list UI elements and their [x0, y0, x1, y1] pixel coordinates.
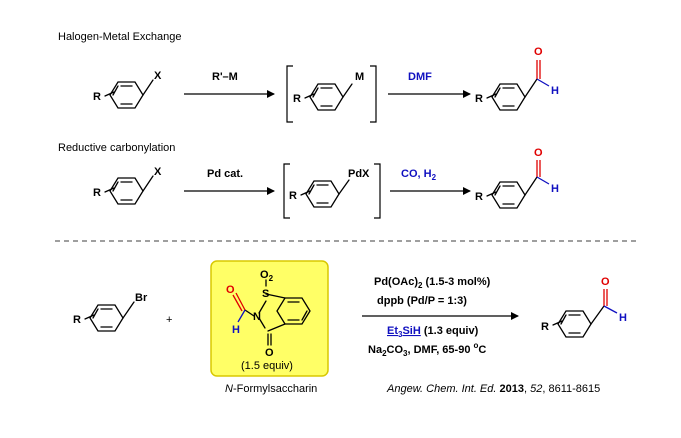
section1-product: R O H — [475, 46, 559, 111]
section2-intermediate: R PdX — [289, 168, 370, 208]
section1-title: Halogen-Metal Exchange — [58, 31, 182, 43]
oxygen-atom: O — [534, 46, 543, 58]
section2-substrate: R X — [93, 166, 162, 205]
substituent-r: R — [73, 314, 81, 326]
reagent-co-h2: CO, H2 — [401, 168, 437, 182]
hydrogen-atom: H — [619, 312, 627, 324]
bracket-right — [370, 65, 377, 123]
reagent-name: N-Formylsaccharin — [225, 383, 317, 395]
sulfur-atom: S — [262, 288, 269, 300]
hydrogen-atom: H — [551, 85, 559, 97]
section3-substrate: R Br — [73, 292, 148, 332]
reagent-label: Pd cat. — [207, 168, 243, 180]
hydrogen-atom: H — [232, 324, 240, 336]
substituent-r: R — [475, 191, 483, 203]
halogen-x: X — [154, 70, 162, 82]
metal-m: M — [355, 71, 364, 83]
substituent-r: R — [475, 93, 483, 105]
substituent-r: R — [93, 91, 101, 103]
oxygen-atom: O — [601, 276, 610, 288]
benzene-ring — [109, 81, 144, 109]
substituent-r: R — [541, 321, 549, 333]
citation: Angew. Chem. Int. Ed. 2013, 52, 8611-861… — [386, 383, 600, 395]
plus-sign: + — [166, 314, 172, 326]
carbonyl-oxygen: O — [265, 347, 274, 359]
nitrogen-atom: N — [253, 311, 261, 323]
oxygen-atom: O — [534, 147, 543, 159]
section2-title: Reductive carbonylation — [58, 142, 175, 154]
bracket-left — [286, 65, 293, 123]
palladium-halide: PdX — [348, 168, 370, 180]
condition-silane: Et3SiH (1.3 equiv) — [387, 325, 479, 339]
condition-ligand: dppb (Pd/P = 1:3) — [377, 295, 467, 307]
bromine-atom: Br — [135, 292, 148, 304]
reagent-label: R'–M — [212, 71, 238, 83]
section2-product: R O H — [475, 147, 559, 209]
substituent-r: R — [289, 190, 297, 202]
section1-intermediate: R M — [293, 71, 364, 111]
condition-catalyst: Pd(OAc)2 (1.5-3 mol%) — [374, 276, 491, 290]
n-formylsaccharin-structure: O2 S N O H O — [226, 269, 311, 359]
reagent-dmf: DMF — [408, 71, 432, 83]
reagent-equiv: (1.5 equiv) — [241, 360, 293, 372]
condition-base-solvent: Na2CO3, DMF, 65-90 oC — [368, 341, 486, 358]
substituent-r: R — [93, 187, 101, 199]
substituent-r: R — [293, 93, 301, 105]
hydrogen-atom: H — [551, 183, 559, 195]
halogen-x: X — [154, 166, 162, 178]
section3-product: R O H — [541, 276, 627, 338]
oxygen-atom: O — [226, 284, 235, 296]
reagent-highlight-box — [210, 260, 329, 377]
bracket-right — [374, 163, 381, 219]
bracket-left — [283, 163, 290, 219]
sulfonyl-oxygens: O2 — [260, 269, 274, 283]
section1-substrate: R X — [93, 70, 162, 109]
